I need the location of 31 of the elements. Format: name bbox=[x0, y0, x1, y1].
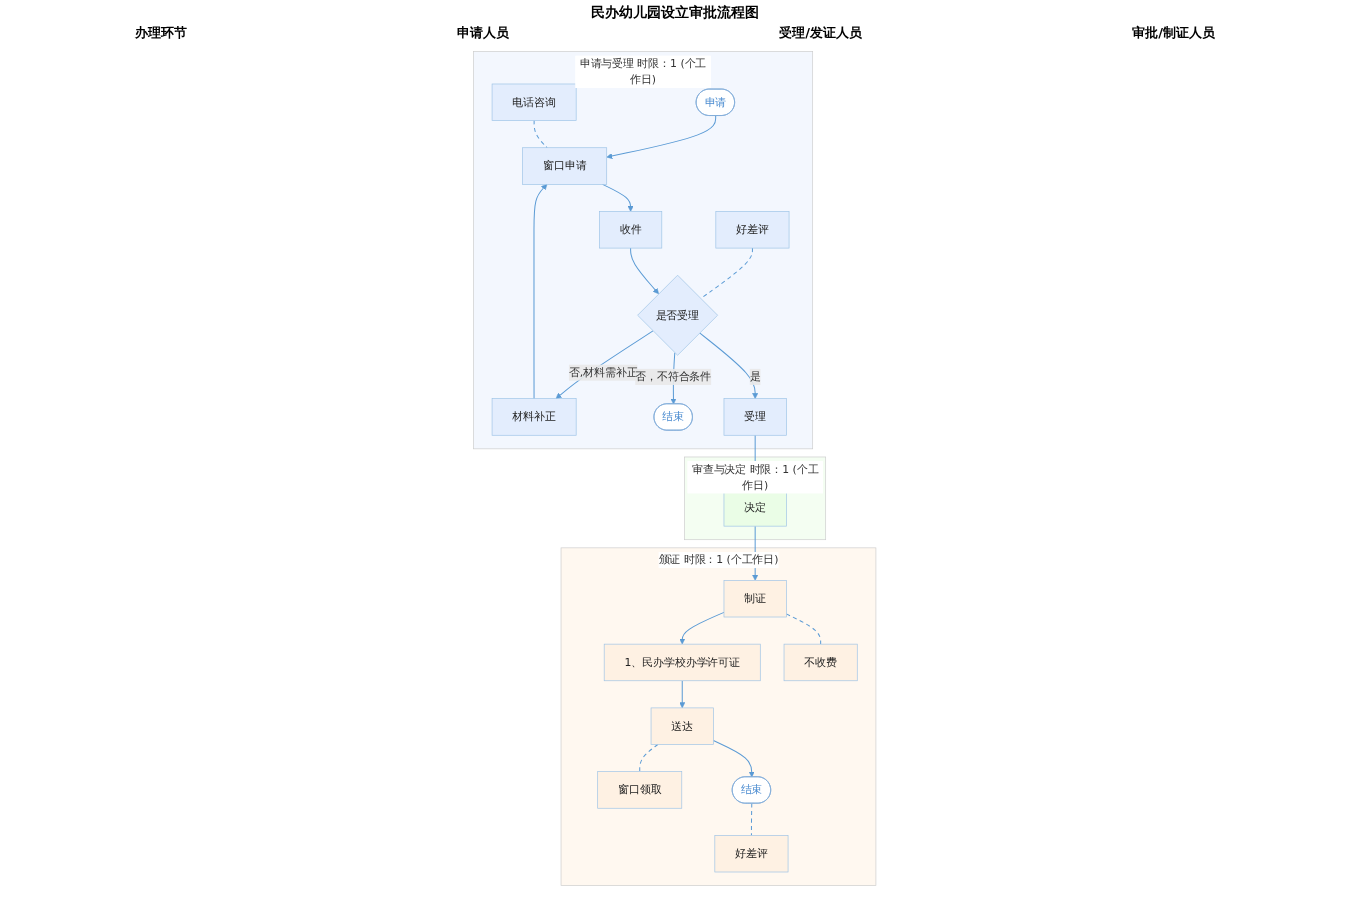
lane-header: 受理/发证人员 bbox=[779, 24, 863, 42]
node-box: 不收费 bbox=[784, 643, 858, 682]
connector bbox=[700, 247, 754, 300]
arrow bbox=[556, 330, 654, 399]
lane-header: 申请人员 bbox=[457, 24, 510, 42]
node-box: 收件 bbox=[599, 211, 663, 249]
node-box: 电话咨询 bbox=[492, 83, 577, 121]
lane-header: 办理环节 bbox=[135, 24, 188, 42]
node-box: 受理 bbox=[723, 398, 787, 436]
node-diamond: 是否受理 bbox=[637, 274, 719, 356]
node-box: 制证 bbox=[723, 580, 787, 618]
node-box: 窗口领取 bbox=[597, 771, 683, 809]
connector bbox=[639, 744, 659, 773]
node-box: 1、民办学校办学许可证 bbox=[604, 643, 761, 682]
arrow bbox=[602, 183, 634, 212]
arrow bbox=[699, 332, 759, 399]
connector bbox=[786, 613, 822, 645]
node-box: 窗口申请 bbox=[522, 147, 608, 185]
lane-header: 审批/制证人员 bbox=[1132, 24, 1215, 42]
edge-label: 是 bbox=[750, 370, 761, 384]
arrow bbox=[679, 680, 686, 709]
node-box: 送达 bbox=[651, 707, 715, 745]
diagram-title: 民办幼儿园设立审批流程图 bbox=[590, 4, 760, 22]
arrow bbox=[679, 611, 725, 645]
arrow bbox=[713, 740, 755, 778]
arrow bbox=[630, 247, 660, 295]
arrow bbox=[533, 184, 548, 400]
node-box: 材料补正 bbox=[492, 398, 577, 436]
node-box: 好差评 bbox=[715, 211, 790, 249]
node-box: 好差评 bbox=[714, 835, 789, 873]
arrow bbox=[606, 115, 717, 159]
